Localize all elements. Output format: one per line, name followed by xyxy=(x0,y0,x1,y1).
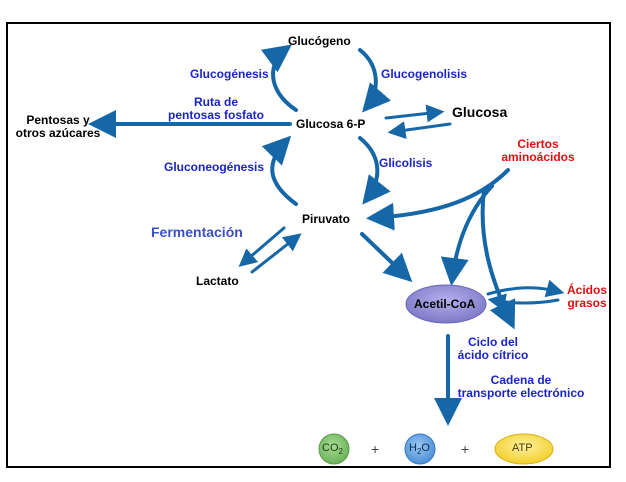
piruvato-to-acetil-arrow xyxy=(360,232,413,283)
g6p-to-glucosa-arrow xyxy=(384,104,445,123)
aminoacidos-to-ciclo-arrow xyxy=(480,188,516,330)
glicolisis-arrow xyxy=(358,136,391,205)
cadena-line1: Cadena de xyxy=(490,373,552,387)
ciertos-line1: Ciertos xyxy=(517,137,559,151)
pentosas-label: Pentosas y otros azúcares xyxy=(6,114,110,140)
h2o-text-b: O xyxy=(421,442,430,454)
h2o-label: H2O xyxy=(409,442,430,456)
ciclo-line1: Ciclo del xyxy=(467,335,518,349)
acidos-line1: Ácidos xyxy=(566,283,607,297)
ciertos-line2: aminoácidos xyxy=(501,150,575,164)
plus-sign-2: + xyxy=(461,441,470,457)
glucogenolisis-arrow xyxy=(358,48,392,113)
aminoacidos-to-piruvato-arrow xyxy=(366,168,510,231)
acidos-line2: grasos xyxy=(567,296,607,310)
co2-circle xyxy=(318,433,350,465)
lactato-label: Lactato xyxy=(196,274,239,288)
glucosa6p-label: Glucosa 6-P xyxy=(296,117,366,131)
piruvato-label: Piruvato xyxy=(302,212,351,226)
acidos-grasos-label: Ácidos grasos xyxy=(560,284,614,310)
pentosas-line2: otros azúcares xyxy=(15,126,101,140)
cadena-line2: transporte electrónico xyxy=(457,386,585,400)
glucogenesis-label: Glucogénesis xyxy=(190,67,269,81)
h2o-circle xyxy=(404,433,436,465)
acidos-to-acetil-arrow xyxy=(487,293,560,312)
acetil-to-acidos-arrow xyxy=(486,279,565,298)
acetil-coa-label: Acetil-CoA xyxy=(414,297,476,311)
glucogenolisis-label: Glucogenolisis xyxy=(381,67,468,81)
glucogeno-label: Glucógeno xyxy=(288,34,351,48)
glucosa-label: Glucosa xyxy=(452,104,508,120)
acetil-coa-node xyxy=(405,284,487,324)
co2-label: CO2 xyxy=(322,442,343,456)
gluconeogenesis-label: Gluconeogénesis xyxy=(164,160,265,174)
pentosas-line1: Pentosas y xyxy=(26,113,90,127)
h2o-text-a: H xyxy=(409,442,417,454)
plus-sign-1: + xyxy=(371,441,380,457)
ruta-line1: Ruta de xyxy=(193,95,238,109)
atp-ellipse xyxy=(494,433,554,465)
ciclo-citrico-label: Ciclo del ácido cítrico xyxy=(446,336,540,362)
glucogenesis-arrow xyxy=(260,44,298,112)
diagram-frame xyxy=(6,22,611,468)
lactato-to-piruvato-arrow xyxy=(250,233,302,274)
ruta-line2: pentosas fosfato xyxy=(167,108,264,122)
gluconeogenesis-arrow xyxy=(261,135,298,206)
ciertos-aminoacidos-label: Ciertos aminoácidos xyxy=(488,138,588,164)
h2o-subscript: 2 xyxy=(416,447,422,457)
fermentacion-label: Fermentación xyxy=(151,224,243,240)
glicolisis-label: Glicolisis xyxy=(379,156,433,170)
atp-label: ATP xyxy=(512,442,533,454)
glucosa-to-g6p-arrow xyxy=(387,121,452,140)
piruvato-to-lactato-arrow xyxy=(238,226,286,267)
co2-text: CO xyxy=(322,442,339,454)
co2-subscript: 2 xyxy=(338,447,343,457)
cadena-transporte-label: Cadena de transporte electrónico xyxy=(448,374,594,400)
ciclo-line2: ácido cítrico xyxy=(457,348,529,362)
ruta-pentosas-label: Ruta de pentosas fosfato xyxy=(148,96,284,122)
